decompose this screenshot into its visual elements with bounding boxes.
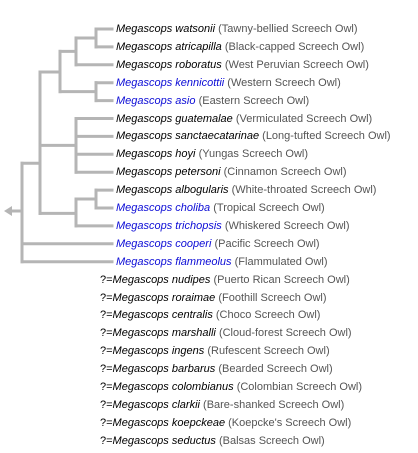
common-name: (Western Screech Owl) (227, 76, 341, 89)
common-name: (Cloud-forest Screech Owl) (218, 327, 352, 340)
species-row: ?=Megascops nudipes (Puerto Rican Screec… (100, 271, 350, 289)
species-row: Megascops petersoni (Cinnamon Screech Ow… (116, 163, 347, 181)
common-name: (Bearded Screech Owl) (218, 363, 333, 376)
common-name: (Puerto Rican Screech Owl) (213, 273, 350, 286)
species-row: Megascops sanctaecatarinae (Long-tufted … (116, 127, 391, 145)
uncertain-placement-marker: ?= (100, 273, 113, 286)
species-row: ?=Megascops barbarus (Bearded Screech Ow… (100, 360, 333, 378)
species-row[interactable]: Megascops flammeolus (Flammulated Owl) (116, 253, 328, 271)
species-row: Megascops watsonii (Tawny-bellied Screec… (116, 20, 358, 38)
species-row: ?=Megascops colombianus (Colombian Scree… (100, 378, 362, 396)
species-name: Megascops sanctaecatarinae (116, 130, 260, 143)
species-name: Megascops clarkii (112, 398, 200, 411)
species-name: Megascops hoyi (116, 148, 196, 161)
species-row: Megascops roboratus (West Peruvian Scree… (116, 56, 369, 74)
uncertain-placement-marker: ?= (100, 363, 113, 376)
uncertain-placement-marker: ?= (100, 345, 113, 358)
species-name: Megascops koepckeae (112, 416, 226, 429)
common-name: (Pacific Screech Owl) (214, 237, 320, 250)
common-name: (Black-capped Screech Owl) (224, 40, 365, 53)
species-row: ?=Megascops clarkii (Bare-shanked Screec… (100, 396, 344, 414)
species-row: ?=Megascops centralis (Choco Screech Owl… (100, 306, 320, 324)
common-name: (Eastern Screech Owl) (198, 94, 310, 107)
species-name: Megascops marshalli (112, 327, 216, 340)
species-row[interactable]: Megascops trichopsis (Whiskered Screech … (116, 217, 350, 235)
common-name: (Bare-shanked Screech Owl) (203, 398, 345, 411)
species-row: Megascops albogularis (White-throated Sc… (116, 181, 376, 199)
species-name: Megascops seductus (112, 434, 216, 447)
species-name: Megascops roboratus (116, 58, 222, 71)
species-name: Megascops barbarus (112, 363, 216, 376)
common-name: (Balsas Screech Owl) (218, 434, 325, 447)
species-name: Megascops ingens (112, 345, 205, 358)
species-name: Megascops petersoni (116, 166, 221, 179)
common-name: (Flammulated Owl) (234, 255, 328, 268)
species-row[interactable]: Megascops kennicottii (Western Screech O… (116, 74, 341, 92)
species-name: Megascops colombianus (112, 381, 234, 393)
species-link[interactable]: Megascops flammeolus (116, 255, 232, 268)
species-row: ?=Megascops ingens (Rufescent Screech Ow… (100, 342, 330, 360)
common-name: (Yungas Screech Owl) (198, 148, 308, 161)
species-row[interactable]: Megascops asio (Eastern Screech Owl) (116, 92, 309, 110)
common-name: (White-throated Screech Owl) (231, 184, 377, 197)
common-name: (Whiskered Screech Owl) (224, 219, 350, 232)
common-name: (Vermiculated Screech Owl) (235, 112, 373, 125)
species-row: Megascops hoyi (Yungas Screech Owl) (116, 145, 308, 163)
common-name: (Koepcke's Screech Owl) (228, 416, 352, 429)
uncertain-placement-marker: ?= (100, 398, 113, 411)
species-row: Megascops atricapilla (Black-capped Scre… (116, 38, 364, 56)
uncertain-placement-marker: ?= (100, 381, 113, 393)
species-link[interactable]: Megascops kennicottii (116, 76, 225, 89)
uncertain-placement-marker: ?= (100, 327, 113, 340)
left-triangle-icon (4, 206, 12, 216)
species-name: Megascops albogularis (116, 184, 229, 197)
common-name: (Cinnamon Screech Owl) (223, 166, 347, 179)
uncertain-placement-marker: ?= (100, 291, 113, 304)
common-name: (Rufescent Screech Owl) (207, 345, 330, 358)
uncertain-placement-marker: ?= (100, 416, 113, 429)
species-row[interactable]: Megascops cooperi (Pacific Screech Owl) (116, 235, 320, 253)
species-name: Megascops watsonii (116, 23, 216, 35)
species-row: ?=Megascops roraimae (Foothill Screech O… (100, 289, 327, 307)
species-link[interactable]: Megascops trichopsis (116, 219, 222, 232)
species-row: ?=Megascops seductus (Balsas Screech Owl… (100, 432, 325, 450)
common-name: (West Peruvian Screech Owl) (224, 58, 369, 71)
common-name: (Foothill Screech Owl) (218, 291, 327, 304)
species-name: Megascops guatemalae (116, 112, 233, 125)
species-row: ?=Megascops koepckeae (Koepcke's Screech… (100, 414, 351, 432)
species-link[interactable]: Megascops choliba (116, 202, 211, 214)
common-name: (Choco Screech Owl) (215, 309, 321, 322)
species-link[interactable]: Megascops asio (116, 94, 196, 107)
common-name: (Long-tufted Screech Owl) (262, 130, 391, 143)
common-name: (Colombian Screech Owl) (236, 381, 363, 393)
species-row: ?=Megascops marshalli (Cloud-forest Scre… (100, 324, 352, 342)
uncertain-placement-marker: ?= (100, 309, 113, 322)
species-link[interactable]: Megascops cooperi (116, 237, 212, 250)
species-name: Megascops nudipes (112, 273, 211, 286)
species-name: Megascops atricapilla (116, 40, 222, 53)
common-name: (Tropical Screech Owl) (213, 202, 325, 214)
species-row[interactable]: Megascops choliba (Tropical Screech Owl) (116, 199, 325, 217)
common-name: (Tawny-bellied Screech Owl) (218, 23, 358, 35)
uncertain-placement-marker: ?= (100, 434, 113, 447)
species-name: Megascops roraimae (112, 291, 216, 304)
species-name: Megascops centralis (112, 309, 213, 322)
species-row: Megascops guatemalae (Vermiculated Scree… (116, 110, 372, 128)
